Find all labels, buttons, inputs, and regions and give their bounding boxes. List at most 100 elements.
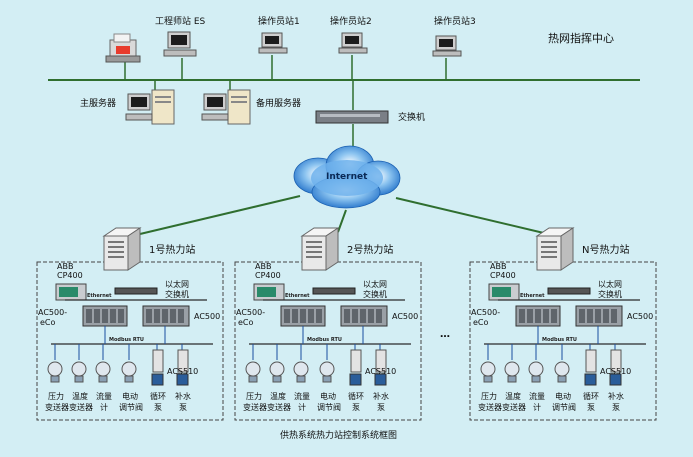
- plant1-plc-eco-module: [94, 309, 100, 323]
- plant3-plc-eco-module: [551, 309, 557, 323]
- plant1-server-side: [127, 227, 141, 271]
- plant1-eth-switch-label-1: 以太网: [165, 280, 189, 289]
- plant3-hmi-label-2: CP400: [490, 271, 516, 280]
- plant2-device-label-2: 计: [298, 403, 306, 412]
- plant3-device-label-1: 流量: [529, 392, 545, 401]
- plant3-plc-ac500-module: [611, 309, 617, 323]
- plant1-device-label-1: 补水: [175, 392, 191, 401]
- plant1-plc-eco-module: [110, 309, 116, 323]
- plant1-plc-eco-module: [86, 309, 92, 323]
- plant2-device-base: [248, 375, 258, 383]
- plant3-device-base: [507, 375, 517, 383]
- core-switch-icon: [315, 110, 389, 124]
- plant1-device-label-2: 变送器: [45, 403, 69, 412]
- plant1-plc-ac500-module: [170, 309, 176, 323]
- plant3-server-slot: [541, 256, 557, 258]
- plant2-device-label-1: 压力: [246, 392, 262, 401]
- plant3-device-label-1: 温度: [505, 392, 521, 401]
- plant2-plc-eco-label-2: eCo: [238, 318, 254, 327]
- plant3-device-base: [557, 375, 567, 383]
- plant1-device-label-1: 温度: [72, 392, 88, 401]
- plant3-drive-label: ACS510: [600, 367, 632, 376]
- internet-label: Internet: [326, 172, 368, 182]
- plant2-device-label-1: 循环: [348, 392, 364, 401]
- printer-icon: [105, 33, 141, 63]
- backup-server-label: 备用服务器: [256, 99, 302, 109]
- plant2-device-icon: [319, 361, 335, 377]
- plant2-pump-icon: [374, 373, 387, 386]
- diagram-caption: 供热系统热力站控制系统框图: [280, 431, 398, 441]
- plant2-plc-eco-module: [300, 309, 306, 323]
- plant2-plc-ac500-module: [344, 309, 350, 323]
- plant1-plc-ac500-module: [178, 309, 184, 323]
- plant2-device-label-1: 补水: [373, 392, 389, 401]
- plant2-ethernet-bus-label: Ethernet: [285, 293, 310, 299]
- plant3-plc-ac500-module: [587, 309, 593, 323]
- plant3-modbus-bus-label: Modbus RTU: [542, 337, 577, 343]
- plant2-eth-switch-label-1: 以太网: [363, 280, 387, 289]
- plant2-device-label-1: 电动: [320, 392, 336, 401]
- es-label: 工程师站 ES: [155, 17, 206, 27]
- plant1-hmi-screen: [59, 287, 78, 297]
- plant1-device-base: [98, 375, 108, 383]
- plant1-plc-eco-label-1: AC500-: [38, 308, 68, 317]
- plant1-server-slot: [108, 251, 124, 253]
- plant1-device-base: [74, 375, 84, 383]
- plant3-plc-eco-label-1: AC500-: [471, 308, 501, 317]
- internet-cloud: [293, 145, 401, 209]
- main-server-icon: [125, 89, 175, 125]
- plant1-plc-ac500-label: AC500: [194, 312, 221, 321]
- command-center-label: 热网指挥中心: [548, 32, 614, 45]
- plant1-plc-ac500-module: [162, 309, 168, 323]
- plant2-server-slot: [306, 256, 322, 258]
- plant2-device-icon: [269, 361, 285, 377]
- plant3-device-base: [531, 375, 541, 383]
- plant3-plc-ac500-module: [603, 309, 609, 323]
- plant3-device-label-2: 泵: [612, 403, 620, 412]
- plant3-server-slot: [541, 241, 557, 243]
- plant1-drive-icon: [152, 349, 164, 373]
- plant1-device-label-2: 泵: [179, 403, 187, 412]
- plant1-ethernet-bus-label: Ethernet: [87, 293, 112, 299]
- plant3-device-label-1: 补水: [608, 392, 624, 401]
- plant3-server-slot: [541, 251, 557, 253]
- plant2-eth-switch-icon: [312, 287, 356, 295]
- plant1-device-label-1: 流量: [96, 392, 112, 401]
- plant3-pump-icon: [609, 373, 622, 386]
- plant2-drive-label: ACS510: [365, 367, 397, 376]
- plant2-device-label-2: 泵: [352, 403, 360, 412]
- plant1-device-icon: [95, 361, 111, 377]
- op1-label: 操作员站1: [258, 17, 300, 27]
- plant2-device-label-1: 流量: [294, 392, 310, 401]
- plant3-server-slot: [541, 246, 557, 248]
- plant2-plc-eco-label-1: AC500-: [236, 308, 266, 317]
- plant1-pump-icon: [151, 373, 164, 386]
- plant3-device-label-2: 变送器: [502, 403, 526, 412]
- plant3-plc-ac500-module: [579, 309, 585, 323]
- plant3-plc-eco-label-2: eCo: [473, 318, 489, 327]
- plant2-plc-eco-module: [292, 309, 298, 323]
- plant2-plc-ac500-module: [360, 309, 366, 323]
- plant2-hmi-label-2: CP400: [255, 271, 281, 280]
- plant3-title: N号热力站: [582, 245, 630, 256]
- plant1-drive-icon: [177, 349, 189, 373]
- plant3-drive-icon: [610, 349, 622, 373]
- plant3-device-label-1: 电动: [555, 392, 571, 401]
- plant2-device-icon: [293, 361, 309, 377]
- plant3-plc-eco-module: [527, 309, 533, 323]
- plant3-hmi-screen: [492, 287, 511, 297]
- cloud-to-plant1: [139, 195, 301, 235]
- plant1-hmi-label-2: CP400: [57, 271, 83, 280]
- plant2-device-label-2: 变送器: [267, 403, 291, 412]
- plant2-plc-eco-module: [316, 309, 322, 323]
- op3-label: 操作员站3: [434, 17, 476, 27]
- switch-label: 交换机: [398, 113, 426, 123]
- plant2-device-base: [272, 375, 282, 383]
- plant1-plc-ac500-module: [154, 309, 160, 323]
- plant1-server-slot: [108, 256, 124, 258]
- plant3-ethernet-bus-label: Ethernet: [520, 293, 545, 299]
- plant2-eth-switch-label-2: 交换机: [363, 290, 387, 299]
